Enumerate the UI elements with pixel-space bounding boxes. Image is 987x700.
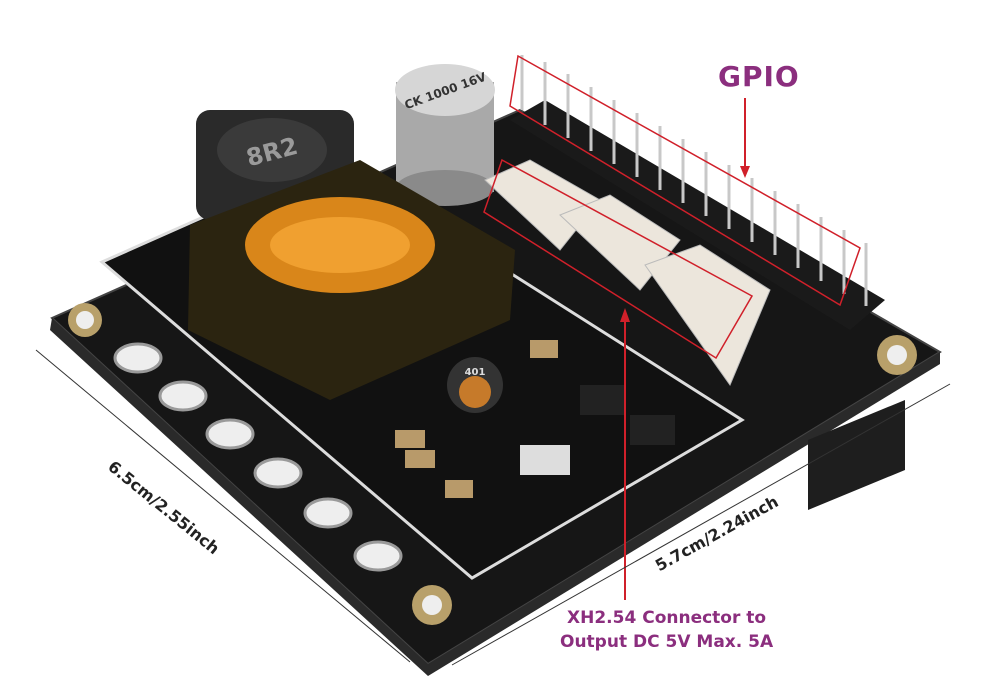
solder-pads (113, 342, 403, 572)
gpio-highlight-box (509, 54, 861, 307)
gpio-header (510, 55, 885, 330)
connector-label: XH2.54 Connector to Output DC 5V Max. 5A (560, 606, 773, 654)
connector-highlight-box (483, 158, 754, 360)
base-pcb-edge (50, 318, 428, 676)
connector-label-line2: Output DC 5V Max. 5A (560, 632, 774, 652)
connector-arrow-head (620, 308, 630, 322)
gpio-arrow-head (740, 166, 750, 178)
xh-connectors (484, 159, 771, 387)
side-header (808, 400, 905, 510)
small-inductor-marking: 401 (465, 367, 486, 378)
mounting-holes (68, 303, 917, 625)
base-pcb-edge-right (428, 352, 940, 676)
dimension-lines (35, 349, 951, 666)
smd-components (395, 340, 675, 498)
gpio-label: GPIO (718, 60, 800, 93)
connector-label-line1: XH2.54 Connector to (567, 608, 767, 628)
